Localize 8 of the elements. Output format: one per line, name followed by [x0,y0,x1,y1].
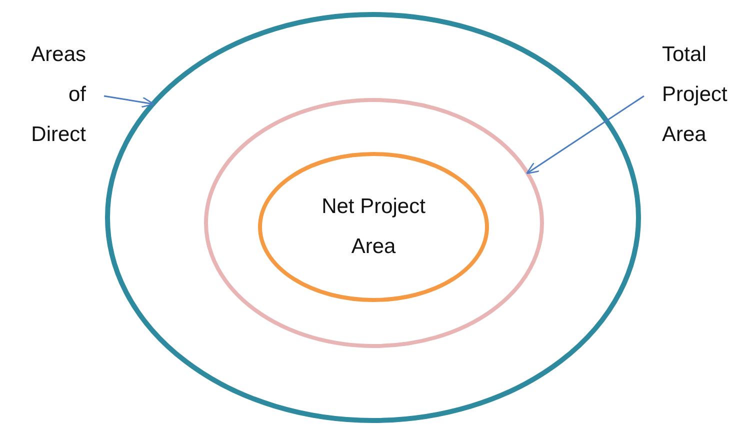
area-ellipse [258,152,489,302]
ellipse-ring [105,12,641,423]
ellipse-ring [204,98,544,348]
arrow [526,95,644,174]
area-name: Net Project Area [320,194,426,260]
arrow [104,95,155,108]
area-label: Total Project Area [662,42,728,148]
area-label: Areas of Direct [30,42,86,148]
